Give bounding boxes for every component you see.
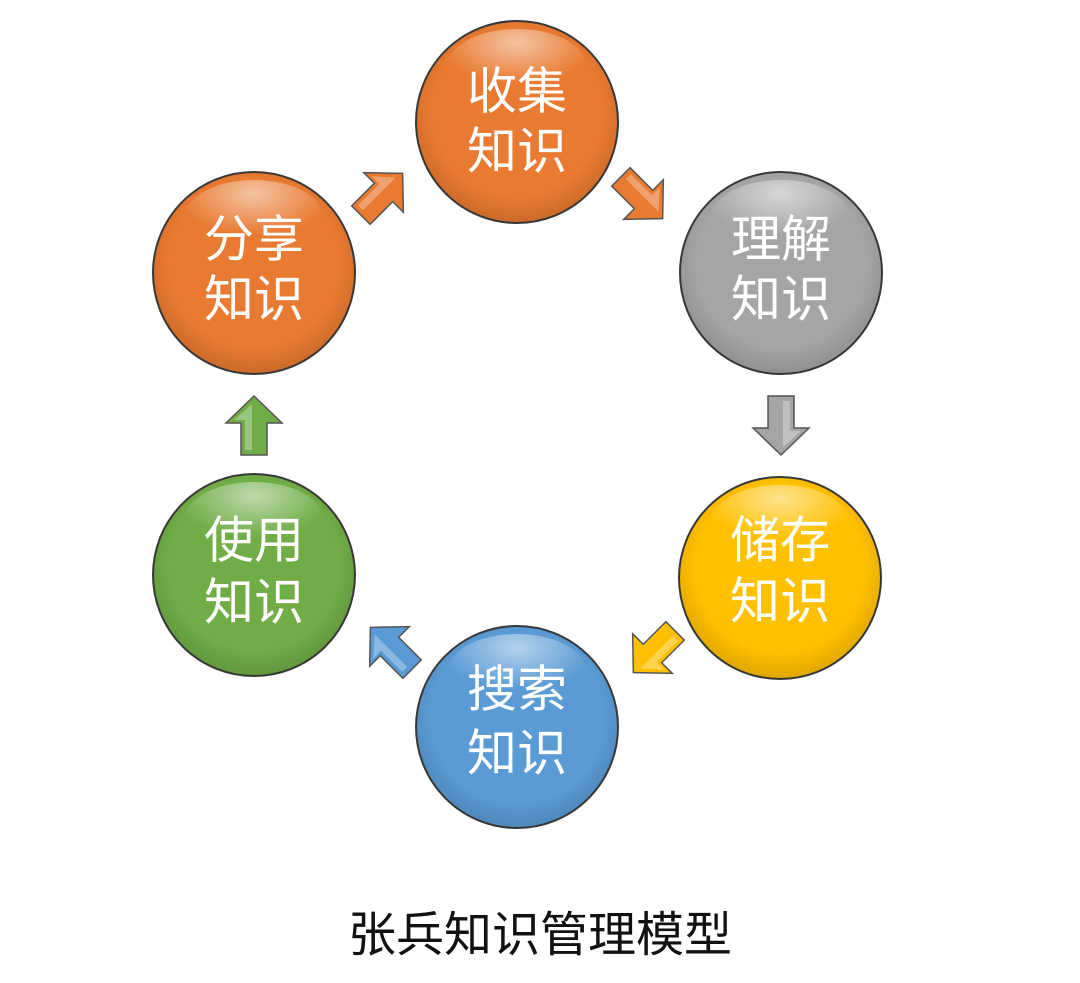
arrow-understand-to-store xyxy=(751,395,811,457)
node-collect-knowledge: 收集 知识 xyxy=(415,20,619,224)
node-share-knowledge: 分享 知识 xyxy=(152,171,356,375)
arrow-store-to-search xyxy=(631,620,686,675)
arrow-layer xyxy=(224,166,811,680)
diagram-caption: 张兵知识管理模型 xyxy=(347,907,732,963)
node-label-line2: 知识 xyxy=(204,271,304,329)
node-label-line1: 理解 xyxy=(731,211,831,269)
node-label-line2: 知识 xyxy=(730,573,830,631)
arrow-use-to-share xyxy=(224,394,284,456)
node-label-line1: 使用 xyxy=(204,512,304,570)
node-label-line1: 搜索 xyxy=(467,661,567,719)
node-label-line1: 收集 xyxy=(467,63,567,121)
arrow-share-to-collect xyxy=(350,171,405,226)
node-label-line2: 知识 xyxy=(467,725,567,783)
node-understand-knowledge: 理解 知识 xyxy=(679,171,883,375)
node-store-knowledge: 储存 知识 xyxy=(678,476,882,680)
node-label-line2: 知识 xyxy=(204,574,304,632)
arrow-collect-to-understand xyxy=(610,166,665,221)
node-label-line2: 知识 xyxy=(731,271,831,329)
node-use-knowledge: 使用 知识 xyxy=(152,473,356,677)
node-search-knowledge: 搜索 知识 xyxy=(415,625,619,829)
arrow-search-to-use xyxy=(368,625,423,680)
node-label-line1: 储存 xyxy=(730,512,830,570)
node-label-line1: 分享 xyxy=(204,211,304,269)
node-label-line2: 知识 xyxy=(467,123,567,181)
